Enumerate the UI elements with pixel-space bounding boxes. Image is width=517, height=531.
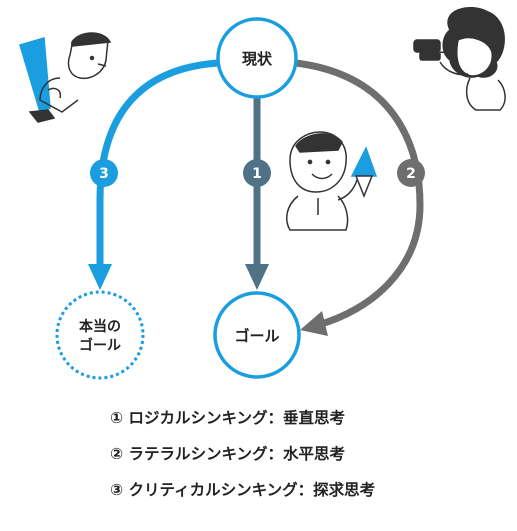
person-with-ice-cream-icon bbox=[285, 131, 378, 231]
person-with-bat-icon bbox=[19, 32, 112, 123]
legend: ① ロジカルシンキング：垂直思考 ② ラテラルシンキング：水平思考 ③ クリティ… bbox=[110, 400, 440, 508]
path-lateral bbox=[295, 59, 424, 329]
node-true-goal-line2: ゴール bbox=[79, 337, 121, 354]
node-goal bbox=[213, 291, 301, 379]
node-current-label: 現状 bbox=[242, 50, 273, 68]
badge-lateral: 2 bbox=[406, 166, 416, 182]
badge-vertical-circle bbox=[243, 159, 271, 187]
badge-critical-circle bbox=[90, 159, 118, 187]
badge-critical: 3 bbox=[99, 166, 109, 182]
node-true-goal bbox=[55, 290, 145, 380]
legend-item-critical: ③ クリティカルシンキング：探求思考 bbox=[110, 481, 376, 499]
node-current bbox=[216, 17, 298, 99]
node-goal-label: ゴール bbox=[234, 327, 279, 345]
node-true-goal-line1: 本当の bbox=[79, 318, 121, 335]
arrowhead-critical bbox=[88, 264, 112, 290]
badge-lateral-circle bbox=[397, 159, 425, 187]
legend-item-vertical: ① ロジカルシンキング：垂直思考 bbox=[110, 409, 346, 427]
path-critical bbox=[96, 59, 219, 268]
arrowhead-lateral bbox=[300, 311, 328, 336]
person-with-binoculars-icon bbox=[413, 7, 506, 111]
arrowhead-vertical bbox=[245, 264, 269, 290]
legend-item-lateral: ② ラテラルシンキング：水平思考 bbox=[110, 445, 346, 463]
badge-vertical: 1 bbox=[252, 166, 262, 182]
